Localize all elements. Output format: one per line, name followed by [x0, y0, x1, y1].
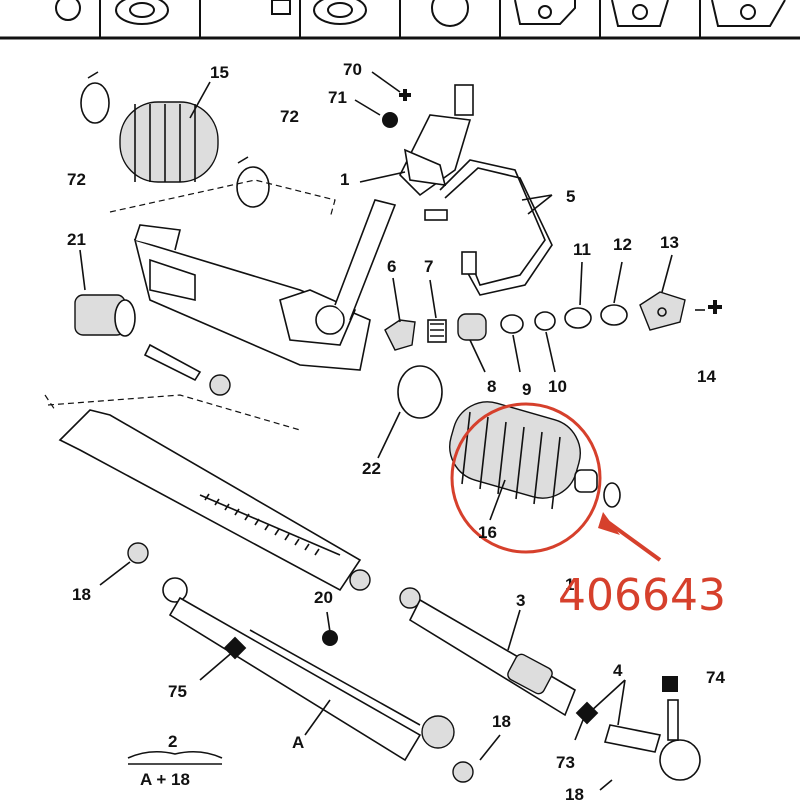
label-70: 70 [343, 60, 362, 79]
valve-assembly-1 [399, 84, 474, 197]
label-21: 21 [67, 230, 86, 249]
label-7: 7 [424, 257, 433, 276]
plus-icon [399, 89, 411, 101]
label-11: 11 [573, 240, 591, 259]
label-22: 22 [362, 459, 381, 478]
cylinder-A [127, 542, 474, 783]
label-1: 1 [340, 170, 349, 189]
label-10: 10 [548, 377, 567, 396]
label-2: 2 [168, 732, 177, 751]
label-18-bottom: 18 [565, 785, 584, 800]
label-A: A [292, 733, 304, 752]
thumb-part-icon[interactable] [271, 0, 291, 15]
thumb-part-icon[interactable] [431, 0, 469, 27]
label-8: 8 [487, 377, 496, 396]
tie-rod-3 [399, 587, 576, 717]
label-3: 3 [516, 591, 525, 610]
label-14: 14 [697, 367, 716, 386]
rack-tube [58, 343, 371, 592]
pipes-5 [424, 159, 553, 296]
label-6: 6 [387, 257, 396, 276]
label-12: 12 [613, 235, 632, 254]
label-15: 15 [210, 63, 229, 82]
square-icon [662, 676, 678, 692]
steering-rack-housing [44, 179, 397, 431]
highlight-arrow [603, 518, 662, 562]
plus-icon [708, 300, 722, 314]
highlight-circle [450, 402, 602, 554]
arrowhead-icon [598, 512, 620, 535]
diamond-icon [575, 701, 599, 725]
label-13: 13 [660, 233, 679, 252]
label-72-left: 72 [67, 170, 86, 189]
label-16: 16 [478, 523, 497, 542]
symbols [127, 89, 722, 765]
label-75: 75 [168, 682, 187, 701]
label-A-plus-18: A + 18 [140, 770, 190, 789]
label-71: 71 [328, 88, 347, 107]
label-4: 4 [613, 661, 623, 680]
callout-labels: 15 70 71 72 72 1 5 21 6 7 11 12 13 14 8 … [67, 60, 725, 800]
label-72-right: 72 [280, 107, 299, 126]
clip-22 [397, 365, 443, 419]
label-1-small: 1 [565, 575, 574, 594]
dot-icon [322, 630, 338, 646]
bellows-16 [449, 401, 621, 510]
thumb-part-icon[interactable] [55, 0, 81, 21]
bellows-15 [80, 71, 270, 208]
label-18-right: 18 [492, 712, 511, 731]
part-number-annotation: 406643 [558, 570, 726, 621]
tie-rod-end-4 [603, 699, 701, 781]
label-20: 20 [314, 588, 333, 607]
label-74: 74 [706, 668, 725, 687]
dot-icon [382, 112, 398, 128]
label-9: 9 [522, 380, 531, 399]
thumbnail-strip[interactable] [0, 0, 800, 40]
label-18-left: 18 [72, 585, 91, 604]
bush-21 [74, 294, 136, 337]
leader-lines [79, 71, 705, 791]
label-5: 5 [566, 187, 575, 206]
label-73: 73 [556, 753, 575, 772]
brace-icon [127, 750, 223, 759]
seal-kit-row [384, 291, 686, 351]
